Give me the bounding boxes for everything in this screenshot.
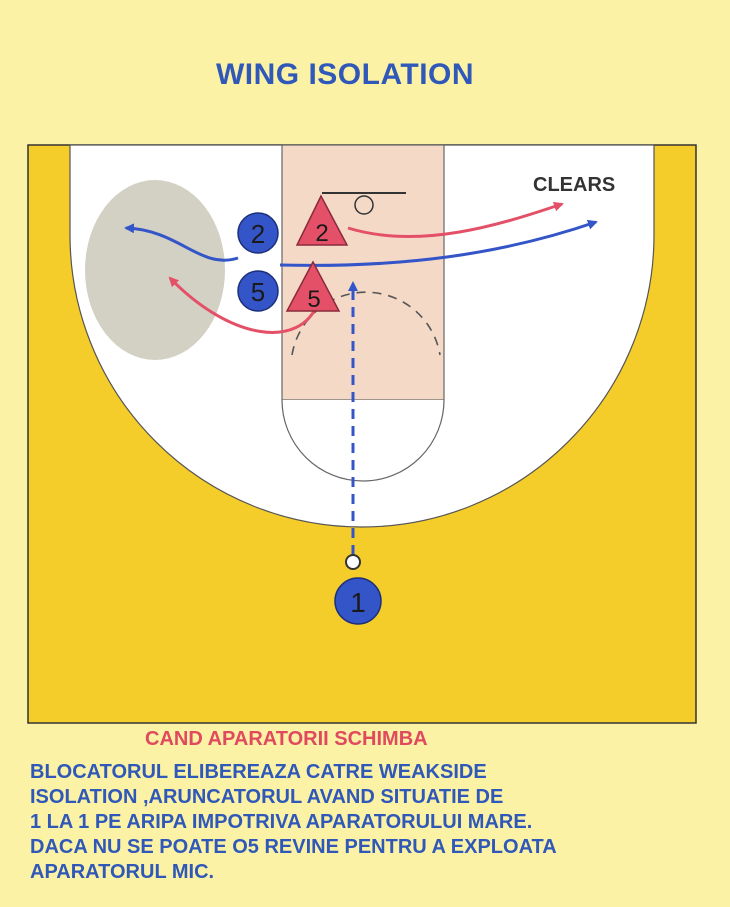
page-title: WING ISOLATION — [215, 58, 475, 91]
ball-icon — [345, 554, 361, 570]
offense-player-2-label: 2 — [251, 219, 265, 249]
offense-player-5-label: 5 — [251, 277, 265, 307]
offense-player-1-label: 1 — [350, 587, 366, 618]
clears-annotation: CLEARS — [533, 174, 615, 196]
defender-path-2 — [347, 201, 564, 239]
defender-2-label: 2 — [315, 220, 328, 247]
caption-line: BLOCATORUL ELIBEREAZA CATRE WEAKSIDE — [30, 761, 487, 783]
caption-body: BLOCATORUL ELIBEREAZA CATRE WEAKSIDE ISO… — [30, 760, 725, 885]
defender-path-5 — [168, 276, 320, 334]
rim — [354, 195, 374, 215]
caption-subtitle: CAND APARATORII SCHIMBA — [145, 728, 428, 750]
caption-line: DACA NU SE POATE O5 REVINE PENTRU A EXPL… — [30, 836, 557, 858]
offense-player-5: 5 — [237, 270, 279, 312]
cut-path-2 — [124, 223, 239, 262]
isolation-zone — [85, 180, 225, 360]
defender-5: 5 — [285, 260, 341, 313]
defender-2: 2 — [295, 194, 349, 247]
defender-5-label: 5 — [307, 286, 320, 313]
offense-player-2: 2 — [237, 212, 279, 254]
caption-line: 1 LA 1 PE ARIPA IMPOTRIVA APARATORULUI M… — [30, 811, 533, 833]
caption-line: ISOLATION ,ARUNCATORUL AVAND SITUATIE DE — [30, 786, 504, 808]
free-throw-circle — [281, 399, 445, 482]
offense-player-1: 1 — [334, 577, 382, 625]
cut-path-5 — [279, 219, 598, 267]
restricted-arc — [291, 291, 441, 356]
caption-line: APARATORUL MIC. — [30, 861, 215, 883]
key-paint — [281, 144, 445, 401]
